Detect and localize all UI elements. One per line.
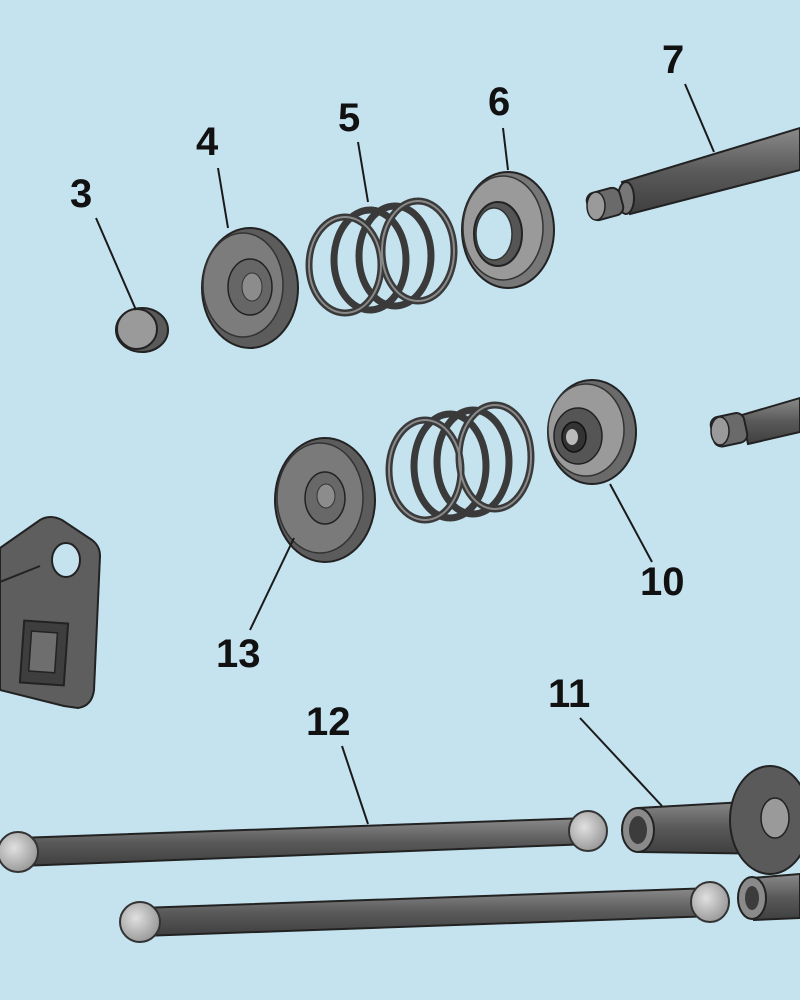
leader-3	[95, 217, 137, 311]
part-lower-rod	[119, 881, 730, 943]
leader-13	[249, 537, 295, 631]
part-5-spring	[305, 197, 458, 317]
callout-6: 6	[488, 80, 511, 124]
part-3-cap	[115, 307, 169, 353]
part-4-retainer	[201, 227, 299, 349]
callout-11: 11	[548, 672, 591, 716]
callout-13: 13	[216, 632, 261, 676]
part-7-shaft	[585, 126, 800, 222]
bracket	[0, 516, 102, 710]
leader-12	[341, 745, 369, 825]
leader-4	[217, 167, 229, 229]
part-lower-spring	[385, 401, 535, 524]
leader-10	[609, 483, 653, 563]
callout-3: 3	[70, 172, 93, 216]
leader-5	[357, 141, 369, 203]
leader-7	[684, 83, 715, 153]
part-11-tube	[621, 765, 800, 875]
callout-10: 10	[640, 560, 685, 604]
callout-12: 12	[306, 700, 351, 744]
leader-11	[579, 717, 663, 807]
part-shaft-stub	[709, 396, 800, 448]
part-10-seal	[547, 379, 637, 485]
part-12-rod	[0, 810, 608, 873]
part-6-washer	[461, 171, 555, 289]
callout-4: 4	[196, 120, 219, 164]
callout-7: 7	[662, 38, 685, 82]
leader-6	[502, 127, 509, 171]
part-13-retainer	[274, 437, 376, 563]
leader-lines	[95, 83, 715, 825]
part-lower-tube	[737, 872, 800, 922]
callout-5: 5	[338, 96, 361, 140]
